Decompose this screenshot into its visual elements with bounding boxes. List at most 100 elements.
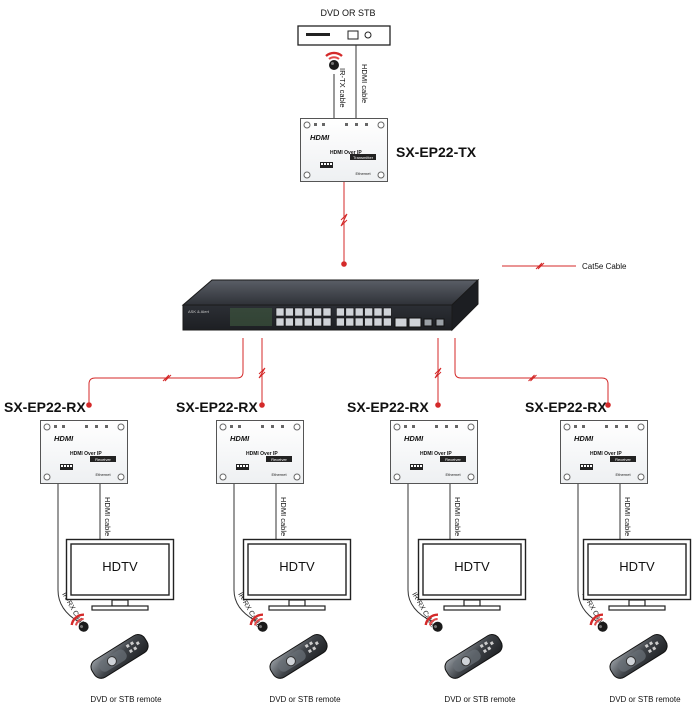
receiver-unit: SX-EP22-RX HDMI HDMI Over IPReceiverEthern…	[176, 399, 352, 704]
uplink-port	[408, 317, 422, 328]
cable-break-icon	[340, 213, 348, 227]
connector-dot	[86, 402, 92, 408]
ethernet-port	[294, 317, 304, 327]
ethernet-port	[285, 317, 294, 327]
ir-receiver-icon	[587, 611, 614, 637]
tx-to-switch-cable	[340, 182, 348, 267]
disc-slot	[306, 33, 330, 36]
hdtv-icon	[242, 538, 352, 611]
ethernet-port	[383, 307, 392, 317]
rx-port-label: Ethernet	[271, 472, 287, 477]
rx-brand-logo: HDMI	[404, 434, 424, 443]
rx-role-badge: Receiver	[95, 457, 111, 462]
tx-product-name: HDMI Over IP	[330, 150, 362, 156]
ethernet-port	[275, 307, 285, 317]
tx-port-label: Ethernet	[355, 171, 371, 176]
rx-port-label: Ethernet	[445, 472, 461, 477]
remote-control-icon	[87, 631, 152, 682]
tx-cables: IR-TX cable HDMI cable	[324, 45, 369, 118]
transmitter-model-label: SX-EP22-TX	[396, 144, 477, 160]
tx-role-badge: Transmitter	[353, 155, 374, 160]
source-label: DVD OR STB	[320, 8, 375, 18]
connector-dot	[259, 402, 265, 408]
ethernet-port	[285, 307, 294, 317]
tv-label: HDTV	[102, 559, 138, 574]
rx-brand-logo: HDMI	[230, 434, 250, 443]
ir-tx-cable-label: IR-TX cable	[338, 68, 347, 108]
cable-break-icon	[434, 367, 442, 379]
ethernet-port	[313, 317, 322, 327]
hdtv-icon	[65, 538, 175, 611]
hdtv-icon	[417, 538, 527, 611]
hdmi-cable-label: HDMI cable	[453, 497, 462, 536]
rx-role-badge: Receiver	[445, 457, 461, 462]
ethernet-port	[313, 307, 322, 317]
legend: Cat5e Cable	[502, 262, 627, 271]
rx-role-badge: Receiver	[271, 457, 287, 462]
hdmi-cable-label: HDMI cable	[279, 497, 288, 536]
ethernet-port	[373, 307, 383, 317]
tv-label: HDTV	[454, 559, 490, 574]
remote-label: DVD or STB remote	[609, 695, 681, 704]
rx-port-label: Ethernet	[95, 472, 111, 477]
receiver-model-label: SX-EP22-RX	[347, 399, 429, 415]
ethernet-port	[294, 307, 304, 317]
cable-break-icon	[162, 374, 172, 382]
dvd-stb-source: DVD OR STB	[297, 8, 391, 46]
ethernet-port	[354, 317, 364, 327]
remote-label: DVD or STB remote	[269, 695, 341, 704]
remote-label: DVD or STB remote	[444, 695, 516, 704]
transmitter-unit: HDMI HDMI Over IP Transmitter Ethernet S…	[300, 118, 477, 182]
tx-brand-logo: HDMI	[310, 133, 330, 142]
switch-side	[451, 278, 479, 332]
ethernet-port	[364, 307, 373, 317]
ethernet-port	[354, 307, 364, 317]
ethernet-port	[303, 317, 313, 327]
rx-product-name: HDMI Over IP	[246, 451, 278, 457]
sfp-port	[423, 318, 433, 327]
switch-brand-label: ASK & Alert	[188, 309, 210, 314]
remote-control-icon	[266, 631, 331, 682]
ethernet-port	[345, 317, 355, 327]
ethernet-port	[383, 317, 392, 327]
rx-role-badge: Receiver	[615, 457, 631, 462]
uplink-port	[394, 317, 408, 328]
cat5e-line	[454, 338, 609, 405]
connector-dot	[605, 402, 611, 408]
rx-product-name: HDMI Over IP	[70, 451, 102, 457]
receiver-model-label: SX-EP22-RX	[4, 399, 86, 415]
switch-led-panel	[230, 308, 272, 326]
ethernet-port	[336, 317, 345, 327]
rx-product-name: HDMI Over IP	[590, 451, 622, 457]
switch-top	[181, 279, 480, 306]
display-window	[347, 30, 359, 40]
connector-dot	[435, 402, 441, 408]
dvd-player-body	[297, 25, 391, 46]
network-switch: ASK & Alert	[181, 278, 480, 332]
ethernet-port	[336, 307, 345, 317]
rx-port-label: Ethernet	[615, 472, 631, 477]
ethernet-port	[364, 317, 373, 327]
receiver-model-label: SX-EP22-RX	[525, 399, 607, 415]
sfp-port	[435, 318, 445, 327]
remote-label: DVD or STB remote	[90, 695, 162, 704]
remote-control-icon	[441, 631, 506, 682]
power-button-icon	[364, 31, 372, 39]
hdmi-cable-label: HDMI cable	[103, 497, 112, 536]
hdmi-cable-label: HDMI cable	[360, 64, 369, 103]
remote-control-icon	[606, 631, 671, 682]
cat5e-line	[88, 338, 244, 405]
ethernet-port	[373, 317, 383, 327]
ethernet-port	[275, 317, 285, 327]
switch-to-receiver-cables	[86, 338, 611, 408]
hdtv-icon	[582, 538, 692, 611]
cable-break-icon	[528, 374, 537, 382]
hdmi-cable-label: HDMI cable	[623, 497, 632, 536]
receiver-model-label: SX-EP22-RX	[176, 399, 258, 415]
ethernet-port	[322, 317, 332, 327]
